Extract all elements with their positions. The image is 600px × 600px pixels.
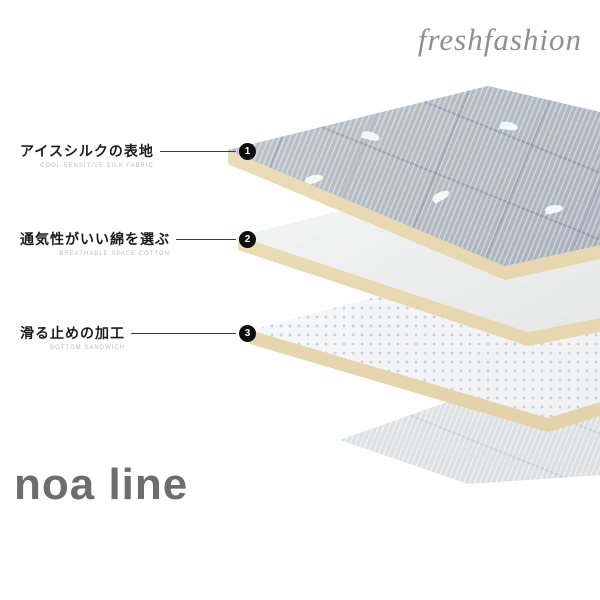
callout-non-slip: 滑る止めの加工 BOTTOM SANDWICH 3: [20, 323, 256, 351]
callout-text: 通気性がいい綿を選ぶ BREATHABLE SPACE COTTON: [20, 229, 170, 257]
brand-logo: freshfashion: [417, 22, 582, 57]
callout-ice-silk: アイスシルクの表地 COOL SENSITIVE SILK FABRIC 1: [20, 141, 256, 169]
callout-sublabel: COOL SENSITIVE SILK FABRIC: [40, 163, 154, 169]
callout-text: アイスシルクの表地 COOL SENSITIVE SILK FABRIC: [20, 141, 154, 169]
leaf-motif: [431, 188, 451, 204]
product-line-name: noa line: [14, 460, 189, 509]
callout-number-badge: 2: [239, 230, 256, 248]
callout-label: アイスシルクの表地: [20, 143, 154, 159]
callout-sublabel: BREATHABLE SPACE COTTON: [59, 251, 170, 257]
leaf-motif: [544, 203, 564, 215]
callout-number-badge: 3: [239, 324, 256, 342]
callout-sublabel: BOTTOM SANDWICH: [50, 345, 125, 351]
callout-breathable-cotton: 通気性がいい綿を選ぶ BREATHABLE SPACE COTTON 2: [20, 229, 256, 257]
callout-text: 滑る止めの加工 BOTTOM SANDWICH: [20, 323, 125, 351]
callout-line: [159, 150, 236, 152]
callout-label: 通気性がいい綿を選ぶ: [20, 231, 170, 247]
leaf-motif: [499, 120, 519, 132]
leaf-motif: [361, 129, 381, 143]
callout-label: 滑る止めの加工: [20, 325, 125, 341]
callout-number-badge: 1: [239, 142, 256, 160]
callout-line: [131, 332, 236, 334]
callout-line: [176, 238, 236, 240]
